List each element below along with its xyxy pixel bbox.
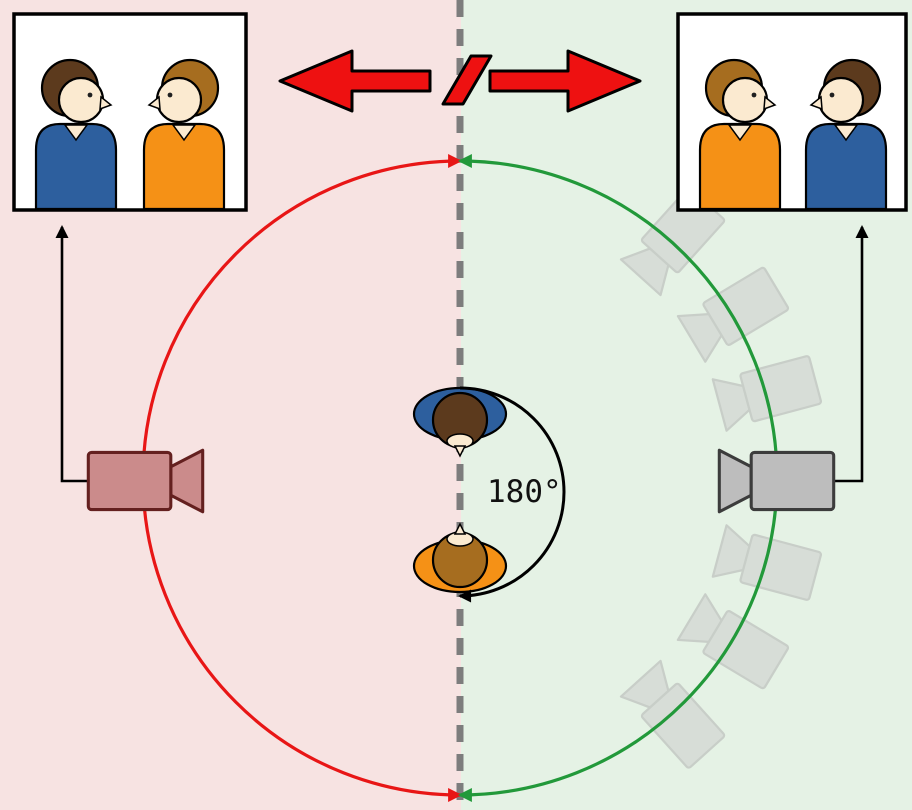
eye	[829, 92, 835, 98]
torso	[34, 122, 118, 211]
shot-frame-left	[12, 12, 248, 212]
face	[57, 76, 105, 124]
actor-blue-topdown-icon	[412, 386, 508, 458]
person-orange-facing-left	[142, 58, 226, 211]
face	[721, 76, 769, 124]
reverse-cut-icon	[278, 49, 642, 113]
torso	[804, 122, 888, 211]
camera-right-icon	[717, 448, 836, 514]
angle-label: 180°	[487, 474, 562, 510]
person-orange-facing-right	[698, 58, 782, 211]
torso	[698, 122, 782, 211]
torso	[142, 122, 226, 211]
nose	[99, 95, 113, 111]
cut-slash	[441, 54, 493, 106]
nose	[809, 95, 823, 111]
connector-arrow-right	[826, 225, 869, 483]
red-arrow-right	[488, 49, 642, 113]
red-arrow-left	[278, 49, 432, 113]
connector-arrow-left	[55, 225, 99, 483]
nose	[453, 522, 467, 535]
neck	[171, 124, 197, 142]
eye	[751, 92, 757, 98]
nose	[453, 445, 467, 458]
nose	[147, 95, 161, 111]
neck	[63, 124, 89, 142]
neck	[833, 124, 859, 142]
neck	[727, 124, 753, 142]
face	[155, 76, 203, 124]
angle-arc	[458, 386, 566, 603]
eye	[87, 92, 93, 98]
shot-frame-right	[676, 12, 908, 212]
camera-left-icon	[86, 448, 205, 514]
face	[817, 76, 865, 124]
person-blue-facing-right	[34, 58, 118, 211]
person-blue-facing-left	[804, 58, 888, 211]
actor-orange-topdown-icon	[412, 522, 508, 594]
eye	[167, 92, 173, 98]
nose	[763, 95, 777, 111]
